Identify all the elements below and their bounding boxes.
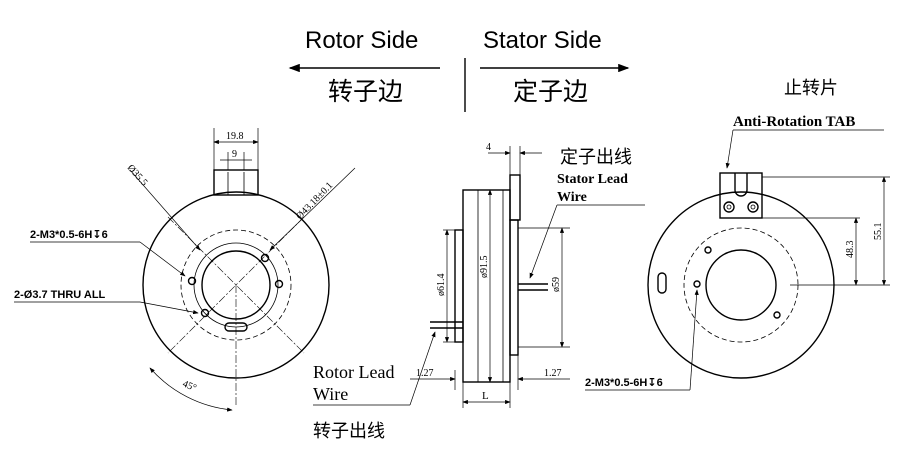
dim-1-27-right: 1.27: [544, 368, 562, 379]
dim-9: 9: [232, 149, 237, 160]
rotor-view: 19.8 9 Ø35.5 Ø43.18±0.1 2-M3*0.5-6H↧6 2-…: [14, 128, 356, 412]
rotor-centerline: [167, 216, 305, 354]
stator-hole: [704, 246, 712, 254]
stator-lead-cn: 定子出线: [560, 147, 632, 167]
stator-bore: [705, 249, 777, 321]
stator-side-cn: 定子边: [513, 78, 588, 106]
stator-lead-slot: [657, 272, 667, 294]
dim-1-27-left: 1.27: [416, 368, 434, 379]
dim-48-3: 48.3: [845, 241, 856, 259]
rotor-hole: [200, 308, 210, 318]
dim-43-18: Ø43.18±0.1: [294, 180, 335, 222]
header: Rotor Side Stator Side 转子边 定子边: [288, 27, 630, 112]
stator-side-title: Stator Side: [483, 27, 602, 54]
rotor-lead-label-1: Rotor Lead: [313, 362, 394, 382]
dim-91-5: ø91.5: [479, 256, 490, 279]
stator-view: 止转片 Anti-Rotation TAB 48.3 55.1 2-M3*0.5…: [585, 78, 890, 391]
tab-label: Anti-Rotation TAB: [733, 114, 855, 130]
rotor-thru-leader: [139, 301, 199, 315]
dim-45-arc: [149, 367, 233, 412]
tab-leader: [725, 129, 734, 169]
rotor-side-title: Rotor Side: [305, 27, 418, 54]
stator-lead-label-1: Stator Lead: [557, 172, 628, 187]
tab-screw: [747, 201, 759, 213]
side-rotor-hub: [454, 229, 464, 343]
dim-45: 45°: [181, 379, 198, 394]
rotor-side-cn: 转子边: [328, 78, 403, 106]
dim-43-18-leader: [269, 167, 356, 251]
rotor-bolt-circle: [180, 229, 292, 341]
stator-lead-leader: [529, 204, 558, 279]
rotor-lead-label-2: Wire: [313, 384, 348, 404]
rotor-thru-label: 2-Ø3.7 THRU ALL: [14, 289, 106, 301]
dim-35-5-leader: [129, 169, 201, 251]
rotor-m3-label: 2-M3*0.5-6H↧6: [30, 229, 108, 241]
tab-cn: 止转片: [784, 78, 838, 98]
dim-19-8: 19.8: [226, 131, 244, 142]
rotor-lead-cn: 转子出线: [313, 421, 385, 441]
rotor-hole: [274, 279, 284, 289]
rotor-m3-leader: [139, 241, 186, 277]
tab-screw-inner: [750, 204, 756, 210]
stator-lead-label-2: Wire: [557, 190, 587, 205]
rotor-hole: [260, 253, 270, 263]
tab-screw-inner: [726, 204, 732, 210]
rotor-lead-leader: [409, 331, 436, 406]
dim-35-5: Ø35.5: [125, 163, 150, 189]
stator-m3-label: 2-M3*0.5-6H↧6: [585, 377, 663, 389]
tab-screw: [723, 201, 735, 213]
dim-61-4: ø61.4: [436, 274, 447, 297]
side-stator-flange: [509, 219, 519, 356]
stator-m3-leader: [689, 289, 699, 391]
dim-4: 4: [486, 142, 491, 153]
side-tab: [509, 174, 521, 221]
stator-tab-slot: [734, 173, 748, 197]
stator-hole: [773, 311, 781, 319]
rotor-tab: [213, 169, 259, 196]
dim-55-1: 55.1: [873, 223, 884, 241]
dim-L: L: [482, 390, 489, 402]
rotor-hole: [187, 276, 197, 286]
rotor-outer-circle: [142, 191, 330, 379]
stator-tab: [719, 172, 763, 219]
stator-bolt-circle: [683, 227, 799, 343]
side-view: 4 定子出线 Stator Lead Wire ø91.5 ø61.4 ø59 …: [313, 142, 645, 441]
dim-59: ø59: [551, 277, 562, 292]
stator-hole: [693, 280, 701, 288]
